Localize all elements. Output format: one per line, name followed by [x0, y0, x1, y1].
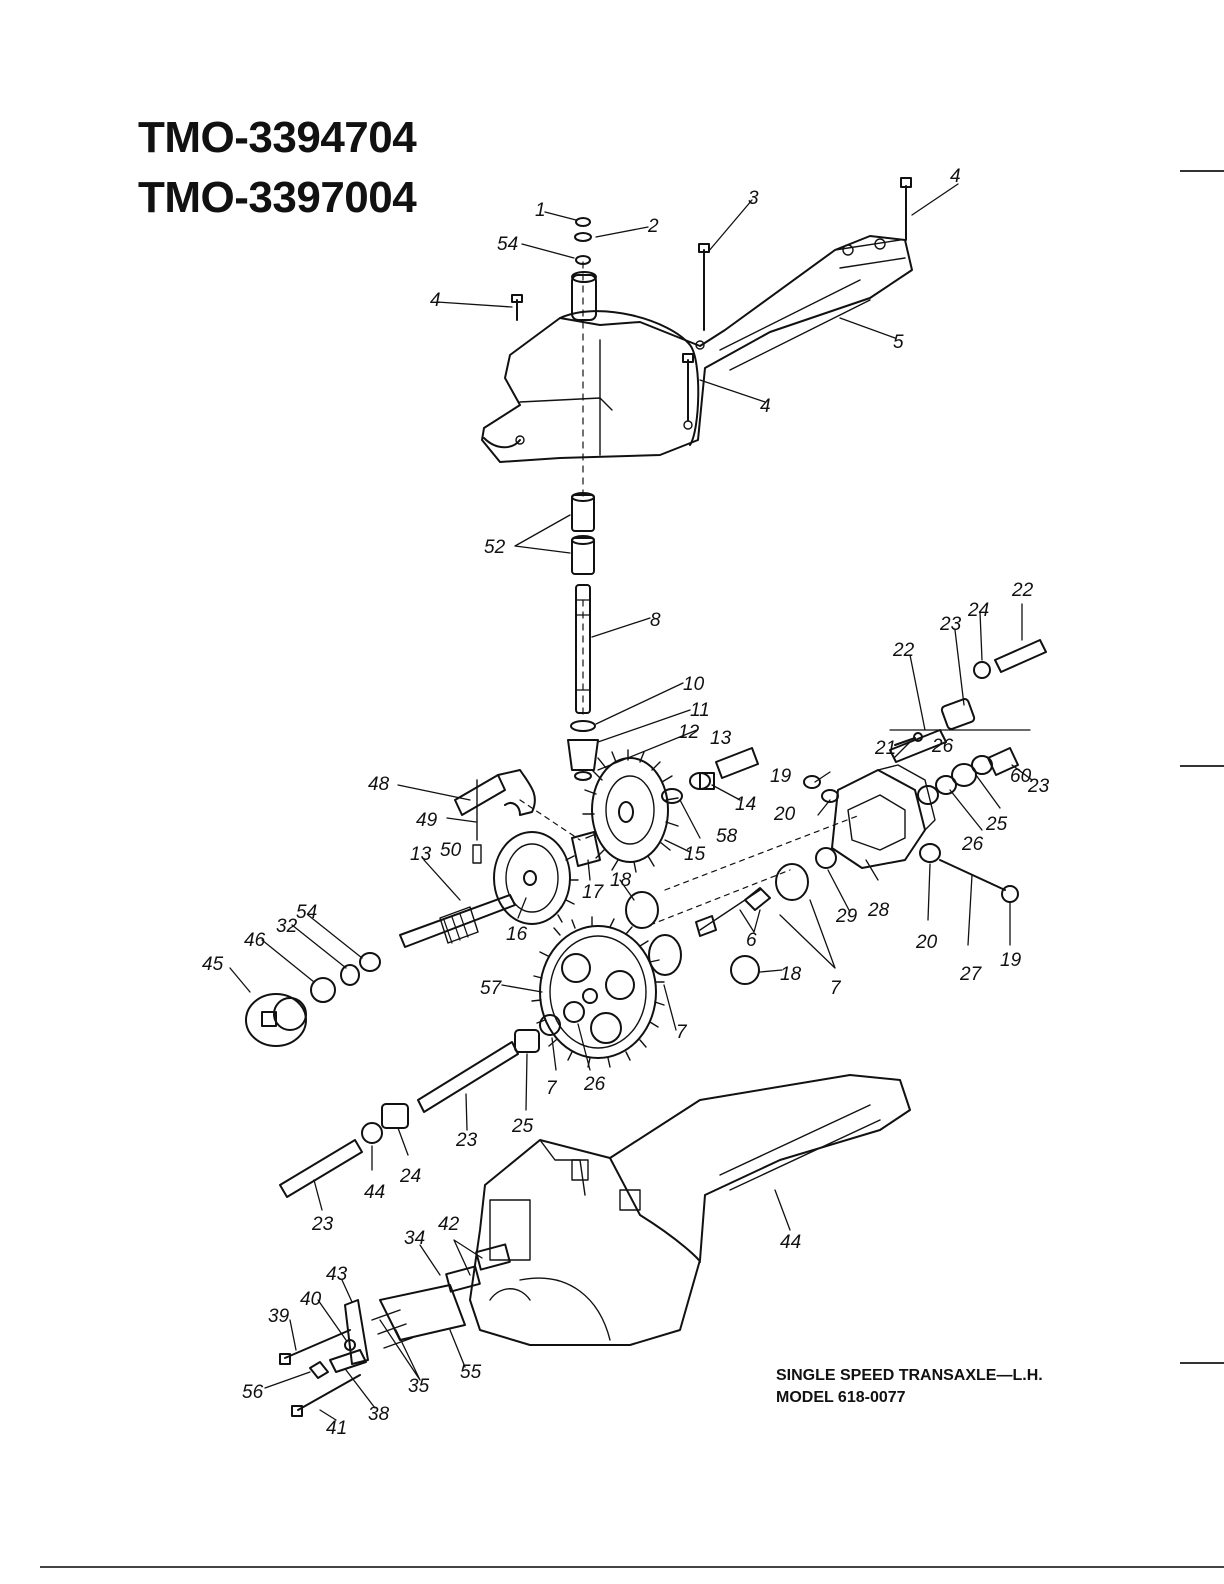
callout-19: 19 [770, 766, 792, 787]
top-washers [574, 217, 592, 265]
callout-39: 39 [268, 1306, 290, 1327]
callout-57: 57 [480, 978, 503, 999]
edge-mark [1180, 1362, 1224, 1364]
callout-4: 4 [430, 290, 441, 311]
callout-44: 44 [364, 1182, 385, 1203]
edge-mark [1180, 170, 1224, 172]
callout-12: 12 [678, 722, 700, 743]
callout-8: 8 [650, 610, 661, 631]
callout-23: 23 [455, 1130, 478, 1151]
bevel-gear-15 [582, 749, 679, 873]
callout-29: 29 [835, 906, 858, 927]
callout-28: 28 [867, 900, 890, 921]
input-shaft-8 [575, 584, 591, 714]
caption-line-1: SINGLE SPEED TRANSAXLE—L.H. [776, 1367, 1043, 1384]
callout-23: 23 [939, 614, 962, 635]
callout-54: 54 [497, 234, 518, 255]
countershaft-13 [399, 894, 516, 948]
callout-6: 6 [746, 930, 757, 951]
callout-7: 7 [546, 1078, 558, 1099]
callout-3: 3 [748, 188, 759, 209]
differential-case-28 [831, 764, 936, 869]
callout-38: 38 [368, 1404, 390, 1425]
callout-1: 1 [535, 200, 546, 221]
gear-16 [493, 831, 579, 925]
callout-10: 10 [683, 674, 705, 695]
callout-35: 35 [408, 1376, 430, 1397]
lower-housing-34 [469, 1074, 911, 1346]
callout-22: 22 [892, 640, 915, 661]
callout-13: 13 [410, 844, 432, 865]
hub-45 [245, 993, 307, 1047]
callout-19: 19 [1000, 950, 1022, 971]
callout-55: 55 [460, 1362, 482, 1383]
callout-50: 50 [440, 840, 462, 861]
callout-2: 2 [647, 216, 659, 237]
shift-fork-48 [454, 769, 536, 864]
callout-27: 27 [959, 964, 983, 985]
callout-20: 20 [915, 932, 938, 953]
callout-7: 7 [676, 1022, 688, 1043]
callout-49: 49 [416, 810, 438, 831]
callout-5: 5 [893, 332, 904, 353]
callout-26: 26 [931, 736, 954, 757]
leader-lines [229, 183, 1033, 1421]
callout-40: 40 [300, 1289, 322, 1310]
callout-26: 26 [583, 1074, 606, 1095]
callout-18: 18 [780, 964, 802, 985]
callout-11: 11 [690, 700, 710, 721]
footer-rule [40, 1566, 1224, 1568]
callout-32: 32 [276, 916, 298, 937]
callout-23: 23 [1027, 776, 1050, 797]
callout-54: 54 [296, 902, 317, 923]
callout-7: 7 [830, 978, 842, 999]
callout-23: 23 [311, 1214, 334, 1235]
callout-20: 20 [773, 804, 796, 825]
callout-43: 43 [326, 1264, 348, 1285]
caption-line-2: MODEL 618-0077 [776, 1389, 906, 1406]
callout-44: 44 [780, 1232, 801, 1253]
callout-4: 4 [950, 166, 961, 187]
edge-mark [1180, 765, 1224, 767]
upper-housing [481, 235, 913, 463]
callout-16: 16 [506, 924, 528, 945]
callout-60: 60 [1010, 766, 1032, 787]
callout-41: 41 [326, 1418, 347, 1439]
callout-52: 52 [484, 537, 506, 558]
callout-15: 15 [684, 844, 706, 865]
callout-45: 45 [202, 954, 224, 975]
callout-24: 24 [399, 1166, 421, 1187]
callout-24: 24 [967, 600, 989, 621]
callout-34: 34 [404, 1228, 425, 1249]
callout-46: 46 [244, 930, 266, 951]
model-number-2: TMO-3397004 [138, 173, 417, 222]
callout-25: 25 [985, 814, 1008, 835]
callout-42: 42 [438, 1214, 460, 1235]
callout-18: 18 [610, 870, 632, 891]
callout-56: 56 [242, 1382, 264, 1403]
bearings-52 [571, 492, 595, 575]
callout-14: 14 [735, 794, 756, 815]
callout-21: 21 [874, 738, 896, 759]
callout-25: 25 [511, 1116, 534, 1137]
housing-bolts [511, 177, 912, 421]
callout-22: 22 [1011, 580, 1034, 601]
model-number-1: TMO-3394704 [138, 113, 417, 162]
callout-17: 17 [582, 882, 605, 903]
callout-48: 48 [368, 774, 390, 795]
callout-13: 13 [710, 728, 732, 749]
gear-57 [531, 916, 665, 1068]
callout-26: 26 [961, 834, 984, 855]
callout-4: 4 [760, 396, 771, 417]
callout-58: 58 [716, 826, 738, 847]
